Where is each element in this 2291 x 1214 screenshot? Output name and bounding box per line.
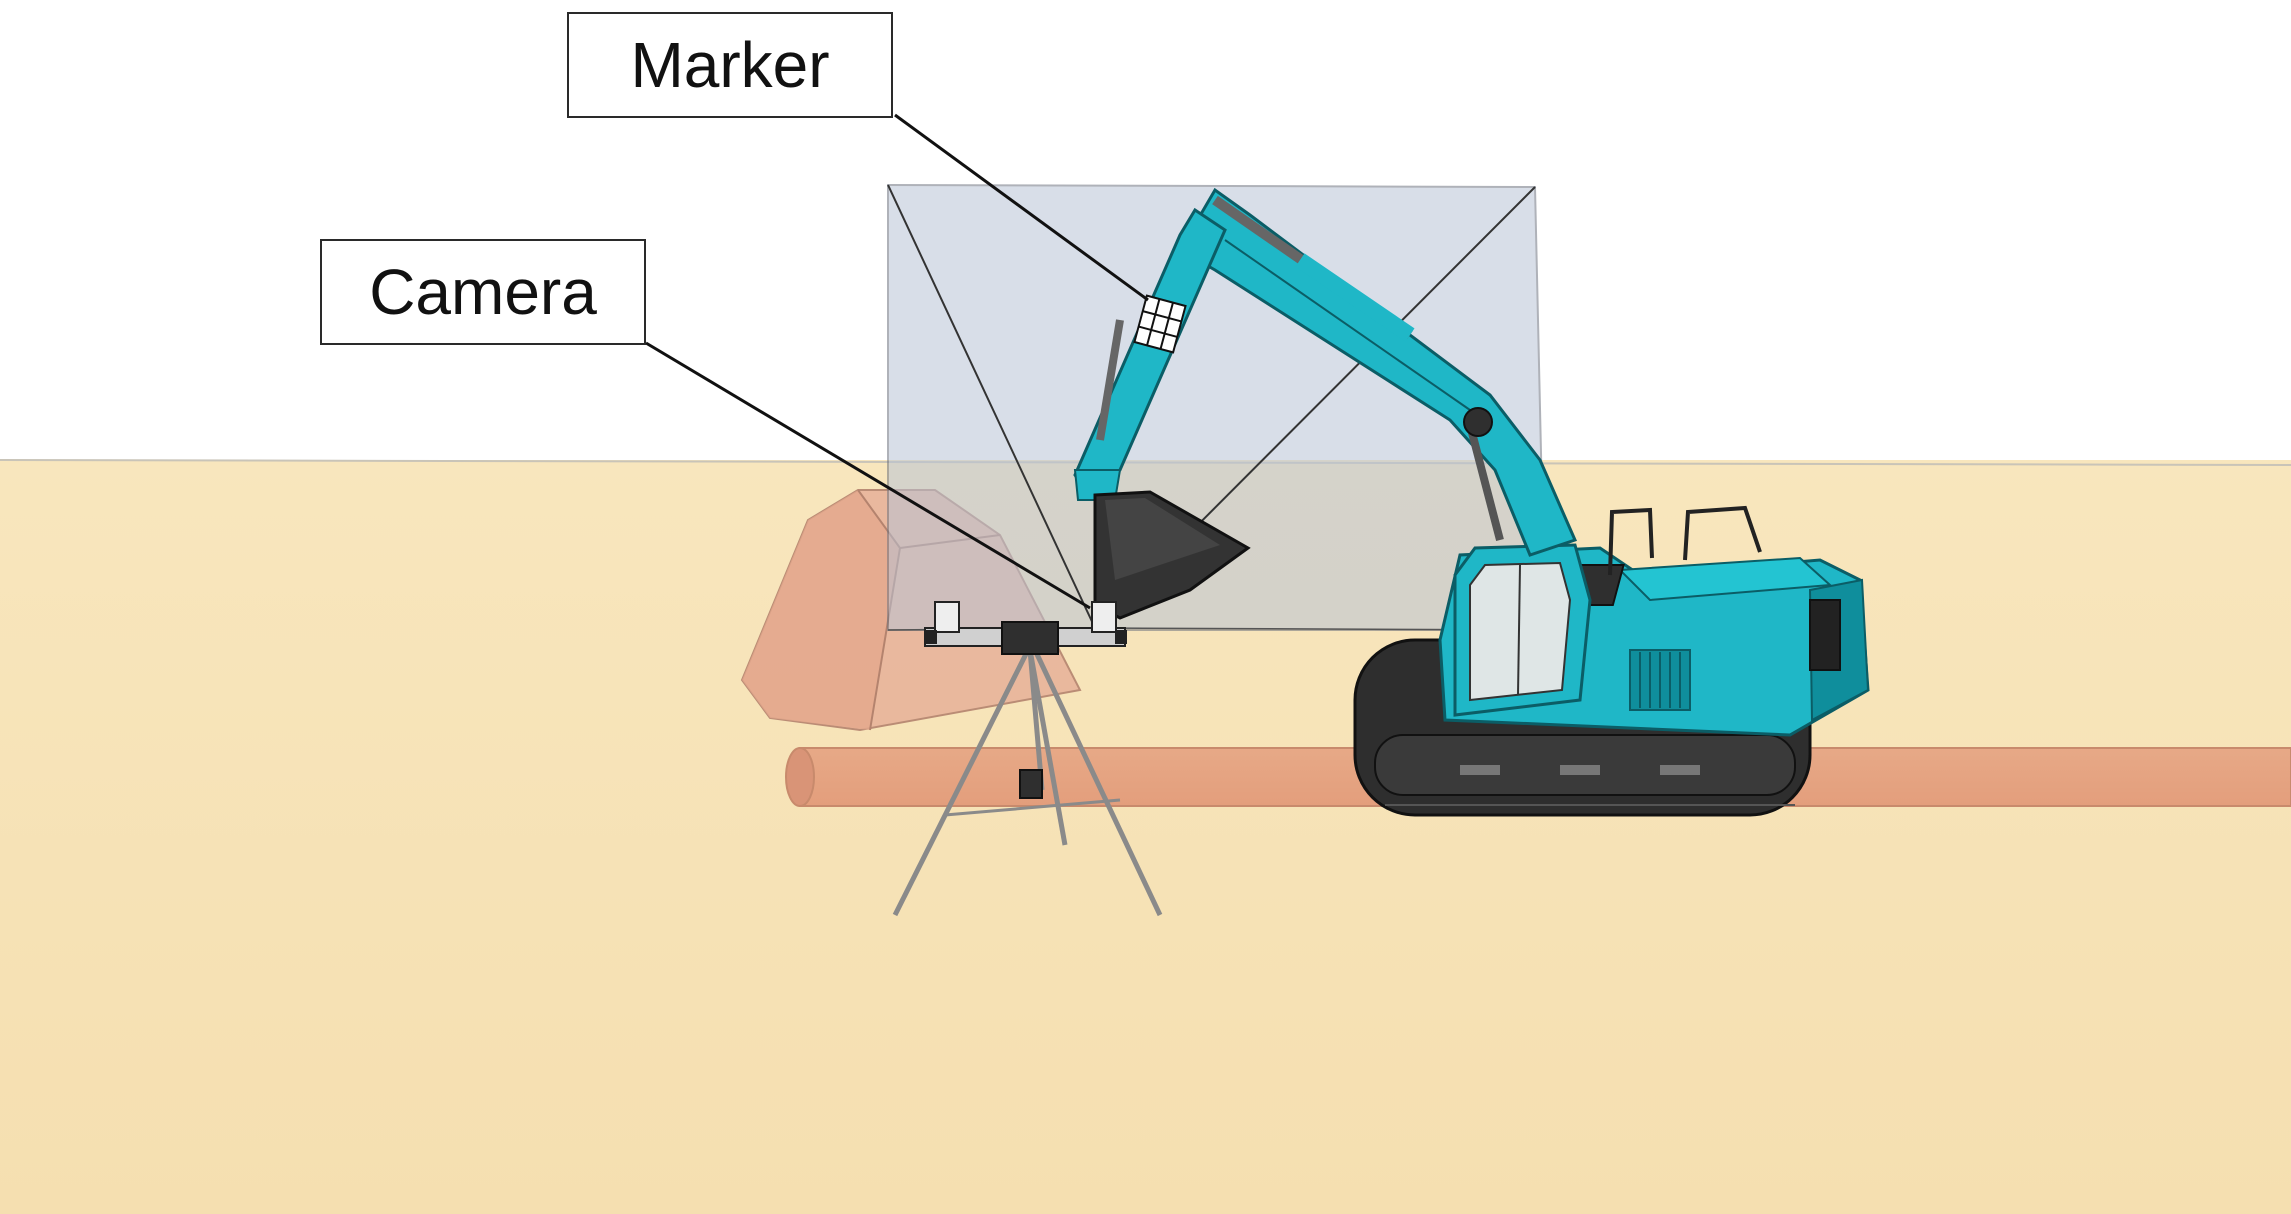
tripod-icon xyxy=(892,648,1163,917)
camera-leader-line xyxy=(645,341,1091,610)
marker-leader-line xyxy=(894,113,1149,302)
excavator-boom xyxy=(1177,187,1578,557)
camera-callout: Camera xyxy=(320,239,646,345)
marker-callout: Marker xyxy=(567,12,893,118)
stereo-camera-icon xyxy=(924,601,1127,655)
excavator-icon xyxy=(1073,187,1870,817)
checkerboard-marker-icon xyxy=(1133,294,1187,354)
